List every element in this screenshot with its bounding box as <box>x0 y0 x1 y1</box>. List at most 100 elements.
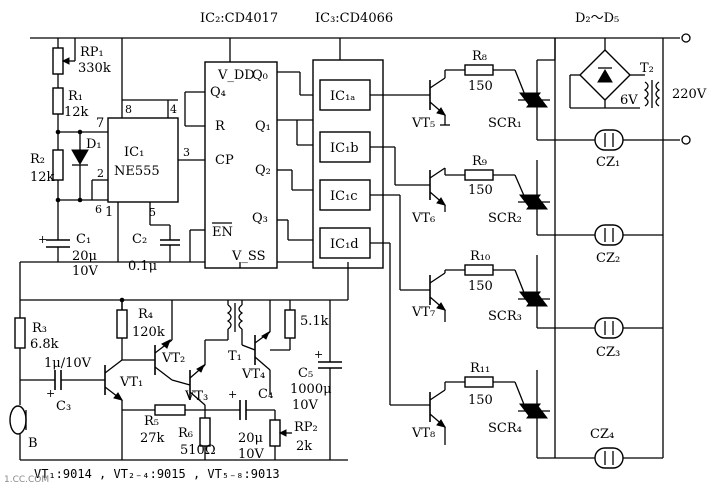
t2-secondary: 6V <box>620 93 638 108</box>
vt5-label: VT₅ <box>411 116 435 131</box>
ic2-cd4017 <box>204 61 278 269</box>
svg-text:+: + <box>228 388 237 401</box>
rp1-wiper <box>61 57 70 65</box>
rp2-potentiometer <box>269 419 281 447</box>
rp1-label: RP₁ <box>80 45 104 60</box>
svg-text:IC₁ₐ: IC₁ₐ <box>330 89 355 104</box>
r1-label: R₁ <box>68 89 83 104</box>
svg-text:+: + <box>38 233 47 246</box>
ic3-title: IC₃:CD4066 <box>315 11 393 26</box>
svg-text:1: 1 <box>105 205 113 220</box>
scr1-label: SCR₁ <box>488 116 522 131</box>
svg-text:V_SS: V_SS <box>231 249 265 264</box>
c1-voltage: 10V <box>72 264 99 279</box>
svg-text:R: R <box>215 119 226 134</box>
svg-text:8: 8 <box>125 103 132 116</box>
svg-text:6: 6 <box>95 203 102 216</box>
r10-resistor <box>464 264 494 276</box>
r4-resistor <box>116 309 128 339</box>
svg-text:+: + <box>46 387 55 400</box>
cz4-socket <box>594 447 624 469</box>
r8-label: R₈ <box>472 49 487 64</box>
r3-value: 6.8k <box>30 337 59 352</box>
r11-label: R₁₁ <box>470 361 490 376</box>
r5-label: R₅ <box>144 414 159 429</box>
scr3-label: SCR₃ <box>488 309 522 324</box>
diode-bridge-title: D₂～D₅ <box>575 11 619 26</box>
ic1d-switch <box>319 227 371 259</box>
r6-resistor <box>199 417 211 447</box>
d1-label: D₁ <box>86 137 102 152</box>
c5-value: 1000μ <box>290 382 332 397</box>
mains-terminal-bottom <box>681 135 691 145</box>
ic2-title: IC₂:CD4017 <box>200 11 278 26</box>
svg-text:Q₃: Q₃ <box>252 211 268 226</box>
r5-resistor <box>154 404 186 416</box>
r8-resistor <box>464 64 494 76</box>
r8-value: 150 <box>468 79 493 94</box>
rp1-resistor <box>52 47 64 75</box>
svg-text:7: 7 <box>96 116 104 131</box>
t1-transformer <box>226 304 232 330</box>
vt4-label: VT₄ <box>241 367 265 382</box>
c1-value: 20μ <box>72 249 97 264</box>
ic1-label: IC₁ <box>124 145 144 160</box>
watermark: 1.CC.COM <box>4 475 49 485</box>
mic-label: B <box>28 436 38 451</box>
r1-resistor <box>52 87 64 115</box>
ic1a-switch <box>319 79 371 111</box>
svg-text:+: + <box>314 348 323 361</box>
svg-text:4: 4 <box>170 103 177 116</box>
c4-value: 20μ <box>238 431 263 446</box>
c2-value: 0.1μ <box>128 259 157 274</box>
cz3-label: CZ₃ <box>596 345 620 360</box>
svg-text:CP: CP <box>215 153 234 168</box>
vt8-label: VT₈ <box>411 426 435 441</box>
r2-label: R₂ <box>30 152 45 167</box>
ic1-type: NE555 <box>114 164 160 179</box>
svg-text:Q₁: Q₁ <box>255 119 271 134</box>
cz3-socket <box>594 317 624 339</box>
r-5k1-resistor <box>284 309 296 339</box>
vt3-label: VT₃ <box>184 389 208 404</box>
r1-value: 12k <box>64 105 89 120</box>
r5-value: 27k <box>140 431 165 446</box>
svg-text:Q₄: Q₄ <box>210 85 226 100</box>
vt6-label: VT₆ <box>411 211 435 226</box>
r6-label: R₆ <box>178 426 193 441</box>
r6-value: 510Ω <box>180 443 216 458</box>
c5-voltage: 10V <box>292 398 319 413</box>
svg-text:EN: EN <box>212 225 233 240</box>
svg-text:3: 3 <box>183 146 190 159</box>
rp2-label: RP₂ <box>294 420 318 435</box>
c3-label: C₃ <box>56 399 71 414</box>
transistor-types-note: VT₁:9014 , VT₂₋₄:9015 , VT₅₋₈:9013 <box>34 467 280 481</box>
c1-label: C₁ <box>76 232 91 247</box>
r3-label: R₃ <box>32 321 47 336</box>
cz1-socket <box>594 129 624 151</box>
d1-diode <box>71 149 89 166</box>
r10-label: R₁₀ <box>470 249 490 264</box>
cz4-label: CZ₄ <box>590 427 614 442</box>
c4-label: C₄ <box>258 387 273 402</box>
vt2-label: VT₂ <box>161 351 185 366</box>
r11-resistor <box>464 376 494 388</box>
scr4-label: SCR₄ <box>488 421 522 436</box>
ic1b-switch <box>319 131 371 163</box>
r9-resistor <box>464 169 494 181</box>
r4-value: 120k <box>132 325 165 340</box>
svg-text:Q₀: Q₀ <box>252 68 268 83</box>
r4-label: R₄ <box>138 307 153 322</box>
r-5k1-value: 5.1k <box>300 314 329 329</box>
c3-value: 1μ/10V <box>44 356 92 371</box>
r2-value: 12k <box>30 170 55 185</box>
svg-text:IC₁d: IC₁d <box>330 237 359 252</box>
microphone <box>9 405 27 435</box>
r9-label: R₉ <box>472 154 487 169</box>
c4-voltage: 10V <box>238 447 265 462</box>
rp1-value: 330k <box>78 61 111 76</box>
r2-resistor <box>52 149 64 181</box>
svg-text:2: 2 <box>97 167 104 180</box>
t1-label: T₁ <box>228 349 242 364</box>
